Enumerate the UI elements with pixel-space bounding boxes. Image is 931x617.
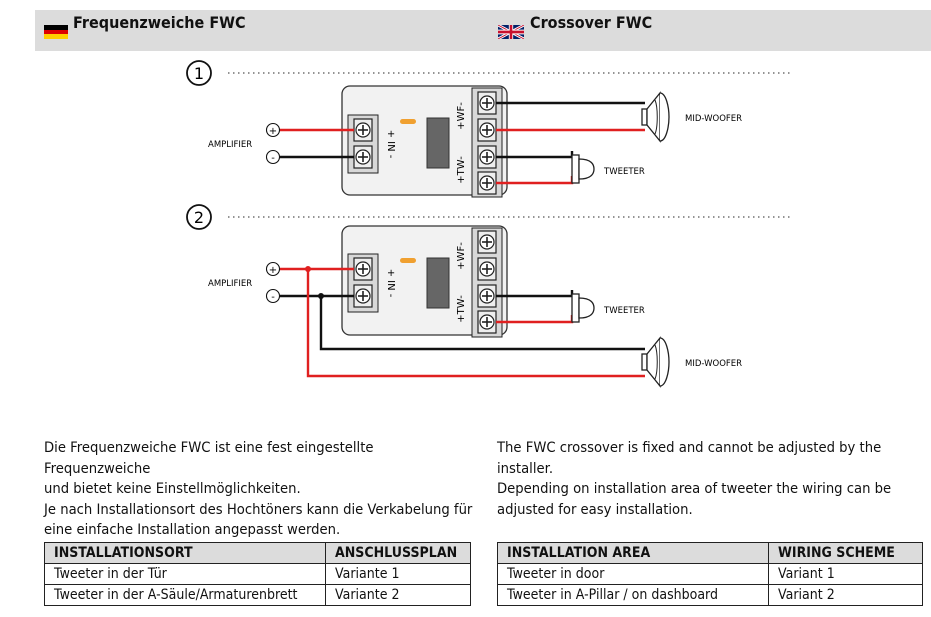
crossover-component-2 xyxy=(426,257,450,309)
input-label-1: + IN - xyxy=(385,130,396,159)
amplifier-minus-terminal-1: - xyxy=(265,149,281,165)
tweeter-terminal-plus-2 xyxy=(477,284,497,308)
svg-text:2: 2 xyxy=(194,208,204,227)
german-description: Die Frequenzweiche FWC ist eine fest ein… xyxy=(44,438,481,541)
table-cell: Variant 2 xyxy=(778,587,836,603)
tweeter-label-2: TWEETER xyxy=(603,306,645,316)
tweeter-speaker-icon-2 xyxy=(571,293,595,323)
input-label-2: + IN - xyxy=(385,269,396,298)
svg-text:1: 1 xyxy=(194,64,204,83)
table-cell: Tweeter in door xyxy=(507,566,605,582)
german-title: Frequenzweiche FWC xyxy=(73,13,246,32)
table-row: Tweeter in A-Pillar / on dashboard Varia… xyxy=(496,584,923,606)
table-cell: Variante 1 xyxy=(334,566,400,582)
variant-2-diagram: 2 + IN - +WF- +TW- AMPLIFIER + - xyxy=(186,204,790,387)
woofer-terminal-minus-1 xyxy=(477,118,497,142)
de-line-4: eine einfache Installation angepasst wer… xyxy=(44,522,341,538)
svg-text:+: + xyxy=(269,126,277,137)
germany-flag-icon xyxy=(44,25,68,39)
svg-text:+: + xyxy=(269,265,277,276)
table-cell: Variante 2 xyxy=(334,587,400,603)
woofer-terminal-plus-1 xyxy=(477,91,497,115)
woofer-terminal-minus-2 xyxy=(477,257,497,281)
column-header: INSTALLATIONSORT xyxy=(54,545,193,561)
table-row: Tweeter in door Variant 1 xyxy=(496,563,923,585)
tweeter-terminal-minus-1 xyxy=(477,171,497,195)
column-header: ANSCHLUSSPLAN xyxy=(334,545,457,561)
table-header-row: INSTALLATION AREA WIRING SCHEME xyxy=(496,542,923,564)
table-row: Tweeter in der A-Säule/Armaturenbrett Va… xyxy=(44,584,472,606)
amplifier-label-1: AMPLIFIER xyxy=(208,140,252,150)
column-header: WIRING SCHEME xyxy=(778,545,896,561)
input-terminal-plus-2 xyxy=(353,257,373,281)
de-line-3: Je nach Installationsort des Hochtöners … xyxy=(44,501,473,518)
english-installation-table: INSTALLATION AREA WIRING SCHEME Tweeter … xyxy=(496,542,923,606)
uk-flag-icon xyxy=(498,25,524,39)
crossover-component-1 xyxy=(426,117,450,169)
woofer-positive-wire-2 xyxy=(306,269,645,378)
tweeter-terminal-minus-2 xyxy=(477,310,497,334)
mid-woofer-label-2: MID-WOOFER xyxy=(685,359,742,369)
crossover-box-2 xyxy=(341,225,508,336)
variant-2-number-badge: 2 xyxy=(186,204,212,230)
negative-junction-dot xyxy=(318,293,324,299)
amplifier-minus-terminal-2: - xyxy=(265,288,281,304)
input-terminal-plus-1 xyxy=(353,118,373,142)
mid-woofer-label-1: MID-WOOFER xyxy=(685,114,742,124)
table-cell: Tweeter in A-Pillar / on dashboard xyxy=(507,587,719,603)
en-line-3: Depending on installation area of tweete… xyxy=(497,481,892,497)
english-description: The FWC crossover is fixed and cannot be… xyxy=(497,438,931,520)
table-header-row: INSTALLATIONSORT ANSCHLUSSPLAN xyxy=(44,542,472,564)
de-line-2: und bietet keine Einstellmöglichkeiten. xyxy=(44,481,301,497)
header-bar xyxy=(35,10,931,51)
status-led-1 xyxy=(400,119,416,124)
de-line-1: Die Frequenzweiche FWC ist eine fest ein… xyxy=(44,440,374,477)
column-header: INSTALLATION AREA xyxy=(507,545,651,561)
amplifier-label-2: AMPLIFIER xyxy=(208,279,252,289)
wiring-diagram: 1 + IN - +WF- +TW- AMPLIFIER + - xyxy=(186,60,790,387)
woofer-output-label-2: +WF- xyxy=(456,242,467,270)
tweeter-speaker-icon-1 xyxy=(571,154,595,184)
tweeter-output-label-2: +TW- xyxy=(456,295,467,323)
en-line-1: The FWC crossover is fixed and cannot be… xyxy=(497,440,882,456)
woofer-negative-wire-2 xyxy=(319,296,645,351)
mid-woofer-speaker-icon-1 xyxy=(641,92,670,142)
en-line-4: adjusted for easy installation. xyxy=(497,501,693,518)
tweeter-output-label-1: +TW- xyxy=(456,156,467,184)
woofer-terminal-plus-2 xyxy=(477,230,497,254)
en-line-2: installer. xyxy=(497,460,554,477)
table-cell: Tweeter in der A-Säule/Armaturenbrett xyxy=(54,587,298,603)
german-installation-table: INSTALLATIONSORT ANSCHLUSSPLAN Tweeter i… xyxy=(44,542,472,606)
tweeter-label-1: TWEETER xyxy=(603,167,645,177)
table-cell: Variant 1 xyxy=(778,566,836,582)
tweeter-terminal-plus-1 xyxy=(477,145,497,169)
svg-text:-: - xyxy=(271,153,275,164)
table-cell: Tweeter in der Tür xyxy=(54,566,167,582)
crossover-box-1 xyxy=(341,85,508,196)
positive-junction-dot xyxy=(305,266,311,272)
mid-woofer-speaker-icon-2 xyxy=(641,337,670,387)
amplifier-plus-terminal-2: + xyxy=(265,261,281,277)
english-title: Crossover FWC xyxy=(530,13,653,32)
variant-1-number-badge: 1 xyxy=(186,60,212,86)
status-led-2 xyxy=(400,258,416,263)
variant-1-diagram: 1 + IN - +WF- +TW- AMPLIFIER + - xyxy=(186,60,790,198)
svg-text:-: - xyxy=(271,292,275,303)
input-terminal-minus-2 xyxy=(353,284,373,308)
woofer-output-label-1: +WF- xyxy=(456,102,467,130)
table-row: Tweeter in der Tür Variante 1 xyxy=(44,563,472,585)
input-terminal-minus-1 xyxy=(353,145,373,169)
amplifier-plus-terminal-1: + xyxy=(265,122,281,138)
